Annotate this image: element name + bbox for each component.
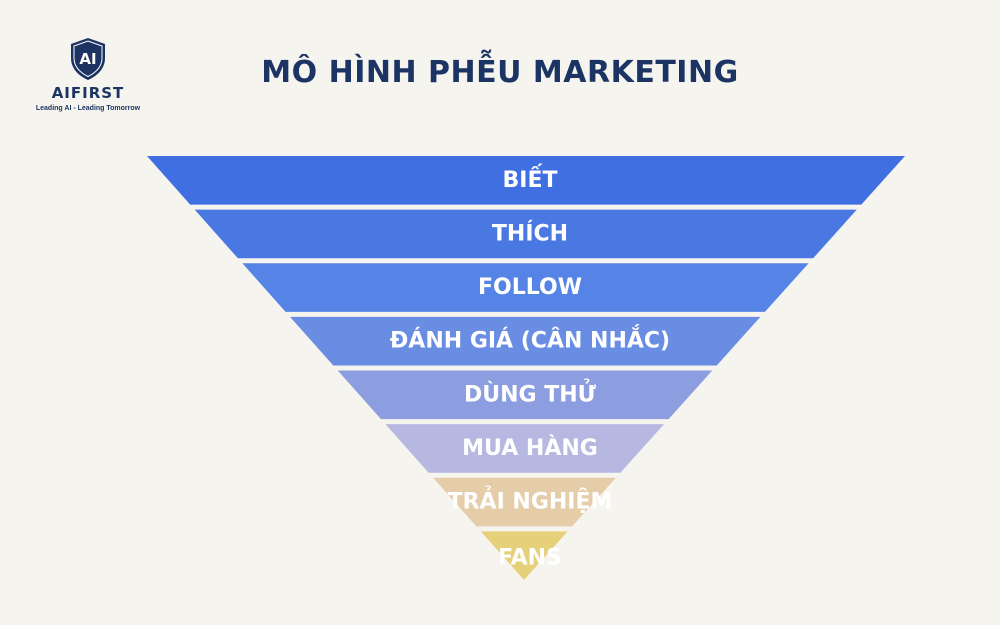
funnel-level-label: FOLLOW: [478, 275, 582, 300]
funnel-level-6: [385, 424, 665, 473]
logo-tagline: Leading AI - Leading Tomorrow: [35, 105, 141, 112]
funnel-level-1: [147, 156, 905, 205]
funnel-level-label: TRẢI NGHIỆM: [448, 487, 613, 515]
logo-mark: AI: [79, 50, 96, 68]
logo-name: AIFIRST: [51, 84, 125, 102]
brand-logo: AI AIFIRST Leading AI - Leading Tomorrow: [28, 36, 148, 112]
funnel-level-label: MUA HÀNG: [462, 435, 598, 461]
funnel-level-3: [242, 263, 809, 312]
funnel-level-4: [290, 316, 761, 366]
funnel-level-7: [433, 477, 616, 527]
funnel-level-label: THÍCH: [492, 220, 568, 246]
funnel-level-label: ĐÁNH GIÁ (CÂN NHẮC): [390, 325, 670, 354]
funnel-level-label: DÙNG THỬ: [464, 379, 597, 407]
funnel-level-label: BIẾT: [503, 164, 558, 193]
funnel-level-5: [337, 370, 713, 420]
shield-logo-icon: AI: [71, 38, 105, 80]
funnel-level-8: [480, 531, 568, 580]
page-title: MÔ HÌNH PHỄU MARKETING: [261, 55, 739, 90]
funnel-level-label: FANS: [498, 546, 562, 571]
funnel-level-2: [194, 209, 857, 259]
